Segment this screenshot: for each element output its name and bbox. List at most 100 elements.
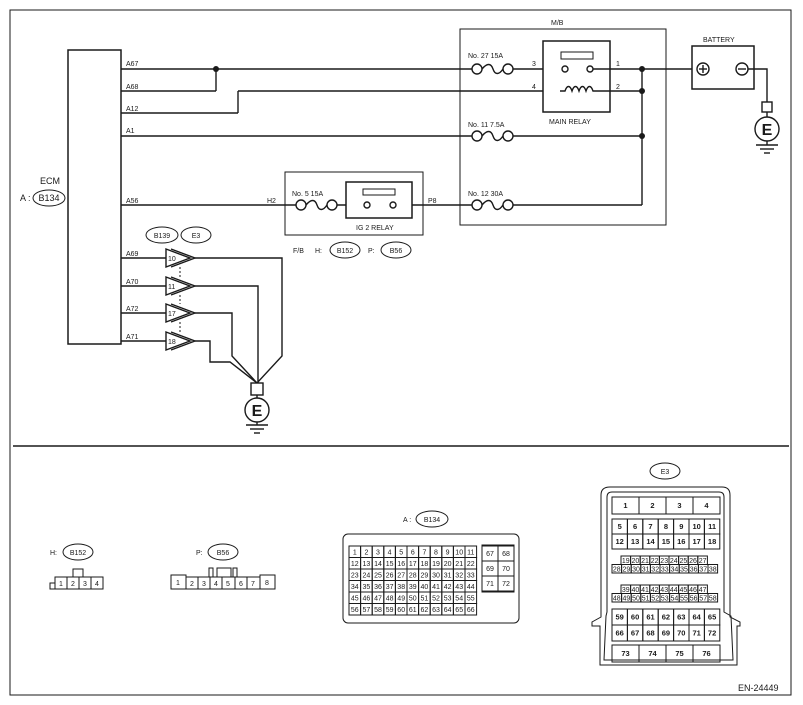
e3-pin-1: 1 [623,501,627,510]
b134-pin-61: 61 [409,607,417,614]
b134-pin-8: 8 [434,549,438,556]
b134-pin-57: 57 [363,607,371,614]
fuse27-left-term [471,63,483,75]
e3-pin-15: 15 [662,537,670,546]
e3-pin-54: 54 [671,595,679,602]
fb-label: F/B [293,248,304,255]
b134-pin-54: 54 [455,595,463,602]
b134-pin-48: 48 [386,595,394,602]
e3-pin-72: 72 [708,629,716,638]
e3-pin-29: 29 [623,566,631,573]
b134-pin-71: 71 [486,581,494,588]
ig2-term-p8: P8 [428,198,437,205]
b134-pin-42: 42 [444,584,452,591]
e3-pin-55: 55 [680,595,688,602]
b134-pin-59: 59 [386,607,394,614]
joint-pin-17: 17 [168,311,176,318]
e3-pin-76: 76 [702,649,710,658]
ecm-ground-terminal [250,382,264,396]
e3-pin-43: 43 [660,587,668,594]
b134-pin-1: 1 [353,549,357,556]
b134-pin-22: 22 [467,561,475,568]
e3-pin-39: 39 [622,587,630,594]
e3-pin-21: 21 [641,558,649,565]
ecm-pin-a68: A68 [126,84,139,91]
e3-pin-74: 74 [648,649,657,658]
b134-pin-6: 6 [411,549,415,556]
e3-pin-33: 33 [661,566,669,573]
e3-pin-23: 23 [660,558,668,565]
b134-pin-26: 26 [386,572,394,579]
e3-pin-70: 70 [677,629,685,638]
fb-box [284,171,424,236]
b134-pin-52: 52 [432,595,440,602]
b134-pin-51: 51 [421,595,429,602]
b134-pin-16: 16 [397,561,405,568]
e3-pin-56: 56 [690,595,698,602]
b134-pin-56: 56 [351,607,359,614]
b134-pin-7: 7 [422,549,426,556]
e3-pin-75: 75 [675,649,683,658]
b134-pin-29: 29 [421,572,429,579]
e3-pin-12: 12 [616,537,624,546]
e3-pin-16: 16 [677,537,685,546]
e3-pin-58: 58 [709,595,717,602]
e3-pin-57: 57 [699,595,707,602]
b134-cell [497,575,515,592]
e3-pin-2: 2 [650,501,654,510]
b134-pin-37: 37 [386,584,394,591]
e3-pin-46: 46 [689,587,697,594]
b134-pin-33: 33 [467,572,475,579]
ig2-term-h2: H2 [267,198,276,205]
b134-pin-55: 55 [467,595,475,602]
e3-pin-28: 28 [613,566,621,573]
b134-pin-68: 68 [502,551,510,558]
b134-pin-66: 66 [467,607,475,614]
e3-pin-61: 61 [646,613,654,622]
e3-pin-48: 48 [613,595,621,602]
fuse27-label: No. 27 15A [468,53,503,60]
b56-prefix: P: [196,550,203,557]
b134-pin-23: 23 [351,572,359,579]
main-relay-coil [560,85,642,94]
b152-pin-2: 2 [71,581,75,588]
ecm-ground-label: E [252,403,263,420]
b134-pin-62: 62 [421,607,429,614]
fuse5-label: No. 5 15A [292,191,323,198]
e3-pin-45: 45 [680,587,688,594]
joint-pin-10: 10 [168,256,176,263]
b134-pin-4: 4 [388,549,392,556]
b134-pin-30: 30 [432,572,440,579]
e3-pin-40: 40 [632,587,640,594]
b134-pin-44: 44 [467,584,475,591]
b134-pin-18: 18 [421,561,429,568]
b134-pin-65: 65 [455,607,463,614]
ecm-pin-a72: A72 [126,306,139,313]
ecm-pin-a67: A67 [126,61,139,68]
ecm-label: ECM [40,176,60,186]
b152-connector [49,568,104,590]
b134-pin-32: 32 [455,572,463,579]
fuse11-element [481,130,504,142]
b134-pin-27: 27 [397,572,405,579]
b56-pin-6: 6 [239,581,243,588]
e3-pin-38: 38 [709,566,717,573]
e3-cell [707,564,719,574]
b56-pin-4: 4 [214,581,218,588]
fb-conn-b56: B56 [390,248,403,255]
battery-ground-label: E [762,122,773,139]
ecm-conn-badge-label: B134 [38,193,59,203]
b134-pin-19: 19 [432,561,440,568]
e3-pin-52: 52 [651,595,659,602]
battery-plus-icon [696,62,710,76]
b134-pin-14: 14 [374,561,382,568]
splice-a67-a68 [213,66,219,72]
e3-cell [692,644,721,663]
relay-term-3: 3 [532,61,536,68]
b134-pin-20: 20 [444,561,452,568]
b134-pin-35: 35 [363,584,371,591]
b134-pin-70: 70 [502,566,510,573]
b134-pin-38: 38 [397,584,405,591]
e3-pin-53: 53 [661,595,669,602]
